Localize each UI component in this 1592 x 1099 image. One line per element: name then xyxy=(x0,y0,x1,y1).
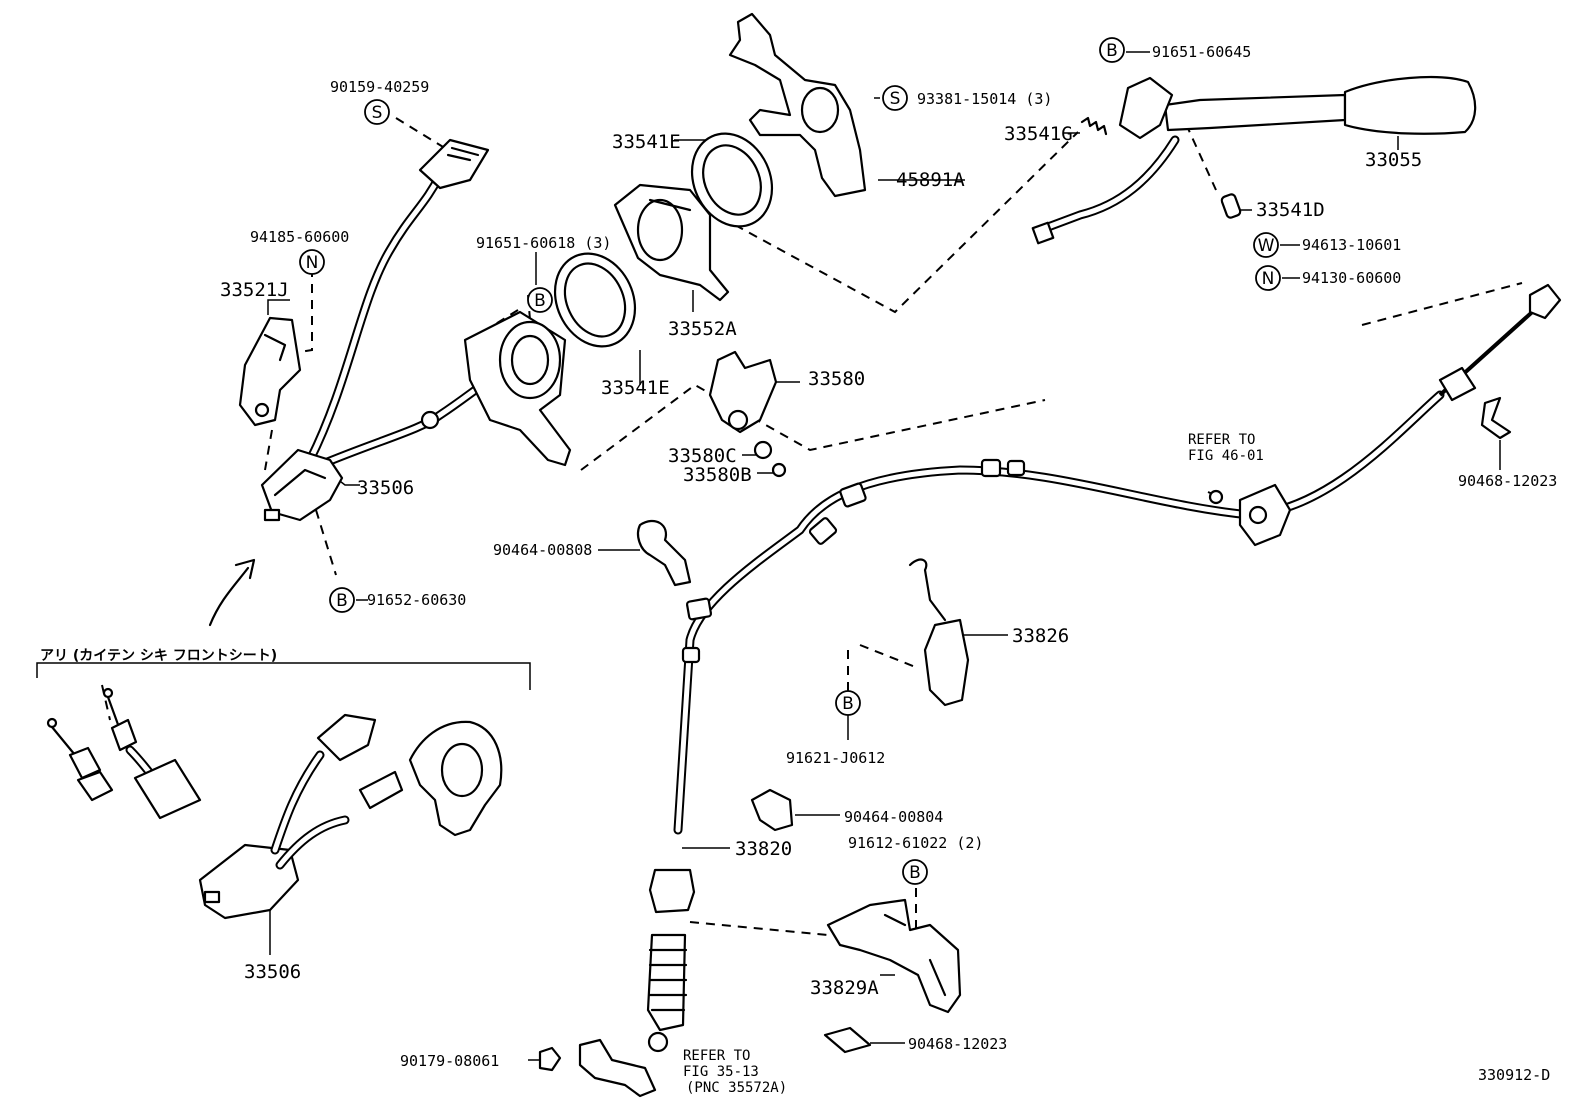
part-90179-08061 xyxy=(538,1046,562,1072)
label-94185-60600: 94185-60600 xyxy=(250,228,349,246)
refer-35-line1: REFER TO xyxy=(683,1048,750,1064)
part-fig-35-13-bracket xyxy=(578,1038,657,1098)
part-33580C xyxy=(753,440,773,460)
label-33541E-lower: 33541E xyxy=(601,377,670,399)
label-94130-60600: 94130-60600 xyxy=(1302,269,1401,287)
part-connector-90159 xyxy=(418,138,490,190)
label-33580: 33580 xyxy=(808,368,865,390)
symbol-b-91652: B xyxy=(329,587,355,613)
symbol-w-94613: W xyxy=(1253,232,1279,258)
part-33506-switch xyxy=(260,448,344,522)
cable-grommets xyxy=(681,283,1562,664)
symbol-text: S xyxy=(372,103,383,123)
label-45891A: 45891A xyxy=(896,169,965,191)
label-90464-00808: 90464-00808 xyxy=(493,541,592,559)
symbol-b-91612: B xyxy=(902,859,928,885)
label-91652-60630: 91652-60630 xyxy=(367,591,466,609)
refer-35-line3: (PNC 35572A) xyxy=(686,1080,787,1096)
label-33820: 33820 xyxy=(735,838,792,860)
symbol-text: N xyxy=(1262,269,1275,289)
part-33541E-ring-upper xyxy=(690,132,774,228)
label-33506-main: 33506 xyxy=(357,477,414,499)
part-33541E-ring-lower xyxy=(553,252,637,348)
refer-notes: REFER TO FIG 46-01 REFER TO FIG 35-13 (P… xyxy=(683,432,1264,1096)
label-33506-inset: 33506 xyxy=(244,961,301,983)
symbol-s-93381: S xyxy=(882,85,908,111)
symbol-b-91651-60645: B xyxy=(1099,37,1125,63)
part-90464-00804 xyxy=(750,788,794,832)
label-91621-J0612: 91621-J0612 xyxy=(786,749,885,767)
symbol-text: B xyxy=(1106,41,1118,61)
diagram-id: 330912-D xyxy=(1478,1066,1550,1084)
symbol-b-91621: B xyxy=(835,690,861,716)
label-33055: 33055 xyxy=(1365,149,1422,171)
refer-46-line2: FIG 46-01 xyxy=(1188,448,1264,464)
label-91651-60645: 91651-60645 xyxy=(1152,43,1251,61)
symbol-s-90159: S xyxy=(364,99,390,125)
part-33826 xyxy=(908,558,970,707)
symbol-n-94185: N xyxy=(299,249,325,275)
symbol-text: B xyxy=(534,291,546,311)
inset-arrow xyxy=(208,558,256,627)
label-93381-15014: 93381-15014 (3) xyxy=(917,90,1052,108)
symbol-text: S xyxy=(890,89,901,109)
part-90464-00808 xyxy=(636,519,692,587)
symbol-text: W xyxy=(1258,236,1275,256)
part-90468-12023-right xyxy=(1480,396,1512,440)
symbol-text: B xyxy=(909,863,921,883)
label-33580B: 33580B xyxy=(683,464,752,486)
part-45891A xyxy=(728,12,867,198)
symbol-text: N xyxy=(306,253,319,273)
label-33541G: 33541G xyxy=(1004,123,1073,145)
label-33521J: 33521J xyxy=(220,279,289,301)
label-33541D: 33541D xyxy=(1256,199,1325,221)
label-91612-61022: 91612-61022 (2) xyxy=(848,834,983,852)
label-90468-12023-bottom: 90468-12023 xyxy=(908,1035,1007,1053)
part-33580B xyxy=(771,462,787,478)
label-90464-00804: 90464-00804 xyxy=(844,808,943,826)
label-90159-40259: 90159-40259 xyxy=(330,78,429,96)
refer-35-line2: FIG 35-13 xyxy=(683,1064,759,1080)
label-94613-10601: 94613-10601 xyxy=(1302,236,1401,254)
part-90468-12023-bottom xyxy=(823,1026,872,1054)
inset-title: アリ (カイテン シキ フロントシート) xyxy=(40,648,277,664)
refer-46-line1: REFER TO xyxy=(1188,432,1255,448)
part-labels: 90159-40259 94185-60600 33521J 91651-606… xyxy=(220,43,1557,1084)
part-33055 xyxy=(1031,75,1477,245)
symbol-text: B xyxy=(336,591,348,611)
inset-parts xyxy=(46,687,503,920)
label-33541E-upper: 33541E xyxy=(612,131,681,153)
part-33580 xyxy=(708,350,778,434)
label-90179-08061: 90179-08061 xyxy=(400,1052,499,1070)
part-33506-sensor xyxy=(420,310,572,467)
part-33521J xyxy=(238,316,302,427)
symbol-n-94130: N xyxy=(1255,265,1281,291)
part-33541G-spring xyxy=(1080,116,1108,136)
label-33826: 33826 xyxy=(1012,625,1069,647)
label-91651-60618: 91651-60618 (3) xyxy=(476,234,611,252)
part-33541D xyxy=(1220,193,1242,219)
part-nut-fig-46 xyxy=(1208,489,1224,505)
label-33580C: 33580C xyxy=(668,445,737,467)
label-33552A: 33552A xyxy=(668,318,737,340)
cable-33506 xyxy=(305,170,510,470)
label-90468-12023-right: 90468-12023 xyxy=(1458,472,1557,490)
part-33820-end xyxy=(646,868,696,1053)
symbol-b-91651-60618: B xyxy=(527,287,553,313)
label-33829A: 33829A xyxy=(810,977,879,999)
part-33829A xyxy=(826,898,962,1014)
symbol-text: B xyxy=(842,694,854,714)
part-33552A xyxy=(613,183,730,302)
